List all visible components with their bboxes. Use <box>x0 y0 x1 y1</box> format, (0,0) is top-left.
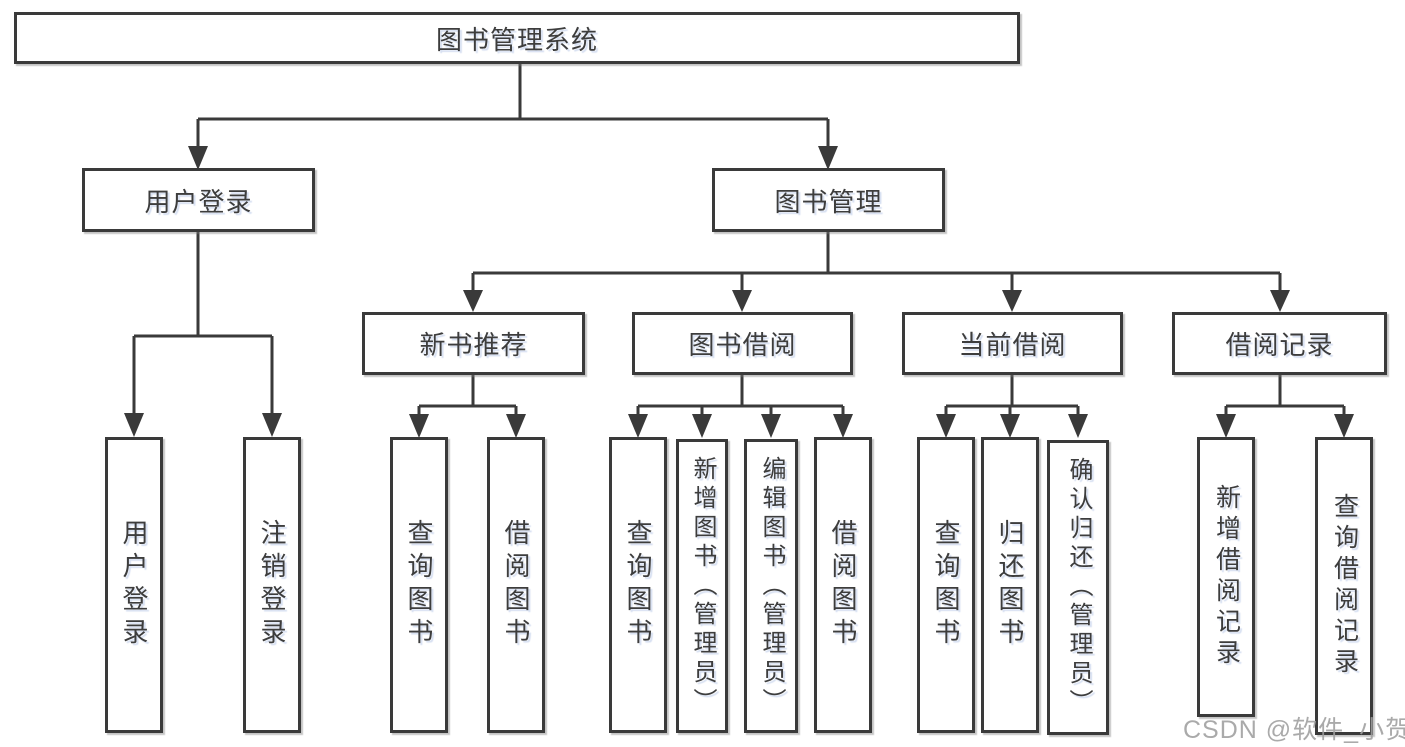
arrowhead-book-management <box>818 146 838 170</box>
node-label: 借阅图书 <box>828 519 858 651</box>
node-label: 查询借阅记录 <box>1330 493 1359 679</box>
arrowhead-book-borrow <box>732 290 752 312</box>
node-label: 图书管理 <box>774 186 883 217</box>
arrowhead-leaf-logout <box>262 413 282 437</box>
arrowhead-current-borrow <box>1002 290 1022 312</box>
node-label: 注销登录 <box>257 519 287 651</box>
csdn-watermark: CSDN @软件_小贺同学 <box>1183 716 1405 744</box>
node-label: 查询图书 <box>623 519 653 651</box>
connector-new-book-recommend-children <box>417 375 518 415</box>
node-book-management: 图书管理 <box>712 168 945 232</box>
arrowhead-edit-books <box>761 414 781 438</box>
arrowhead-borrow-books-1 <box>506 414 526 438</box>
node-library-system: 图书管理系统 <box>14 12 1020 64</box>
arrowhead-user-login <box>188 146 208 170</box>
arrowhead-query-books-1 <box>409 414 429 438</box>
connector-current-borrow-children <box>944 375 1080 415</box>
node-label: 用户登录 <box>119 519 149 651</box>
arrowhead-query-borrow-record <box>1334 414 1354 438</box>
leaf-query-books-current: 查询图书 <box>917 437 975 733</box>
leaf-edit-books-admin: 编辑图书（管理员） <box>744 439 798 733</box>
node-current-borrow: 当前借阅 <box>902 312 1123 375</box>
node-label: 新增图书（管理员） <box>689 455 716 717</box>
leaf-user-login: 用户登录 <box>105 437 163 733</box>
leaf-add-books-admin: 新增图书（管理员） <box>676 439 728 733</box>
leaf-borrow-books-recommend: 借阅图书 <box>487 437 545 733</box>
leaf-query-borrow-record: 查询借阅记录 <box>1315 437 1373 735</box>
arrowhead-borrow-books-2 <box>833 414 853 438</box>
leaf-borrow-books-borrow: 借阅图书 <box>814 437 872 733</box>
connector-borrow-records-children <box>1224 375 1346 415</box>
node-label: 查询图书 <box>931 519 961 651</box>
node-label: 图书借阅 <box>688 330 797 360</box>
arrowhead-query-books-3 <box>936 414 956 438</box>
node-book-borrow: 图书借阅 <box>632 312 853 375</box>
node-label: 借阅图书 <box>501 519 531 651</box>
node-user-login: 用户登录 <box>82 168 315 232</box>
arrowhead-return-books <box>1000 414 1020 438</box>
node-label: 确认归还（管理员） <box>1065 457 1092 718</box>
node-label: 编辑图书（管理员） <box>758 455 785 717</box>
leaf-query-books-borrow: 查询图书 <box>609 437 667 733</box>
leaf-logout: 注销登录 <box>243 437 301 733</box>
node-label: 归还图书 <box>995 519 1025 651</box>
node-label: 当前借阅 <box>958 330 1067 360</box>
arrowhead-leaf-user-login <box>124 413 144 437</box>
connector-book-management-children <box>471 232 1282 291</box>
node-label: 新书推荐 <box>419 330 528 360</box>
leaf-confirm-return-admin: 确认归还（管理员） <box>1047 440 1109 735</box>
connector-root-to-level2 <box>196 64 830 146</box>
leaf-return-books: 归还图书 <box>981 437 1039 733</box>
leaf-query-books-recommend: 查询图书 <box>390 437 448 733</box>
node-label: 新增借阅记录 <box>1212 484 1241 670</box>
arrowhead-add-books <box>692 414 712 438</box>
node-new-book-recommend: 新书推荐 <box>362 312 585 375</box>
node-label: 查询图书 <box>404 519 434 651</box>
node-label: 用户登录 <box>144 186 253 217</box>
arrowhead-borrow-records <box>1270 290 1290 312</box>
node-label: 图书管理系统 <box>435 24 598 55</box>
arrowhead-add-borrow-record <box>1216 414 1236 438</box>
node-label: 借阅记录 <box>1225 330 1334 360</box>
arrowhead-new-book-recommend <box>463 290 483 312</box>
connector-user-login-children <box>132 232 274 413</box>
connector-book-borrow-children <box>636 375 845 415</box>
leaf-add-borrow-record: 新增借阅记录 <box>1197 437 1255 717</box>
node-borrow-records: 借阅记录 <box>1172 312 1387 375</box>
arrowhead-confirm-return <box>1068 414 1088 438</box>
arrowhead-query-books-2 <box>628 414 648 438</box>
